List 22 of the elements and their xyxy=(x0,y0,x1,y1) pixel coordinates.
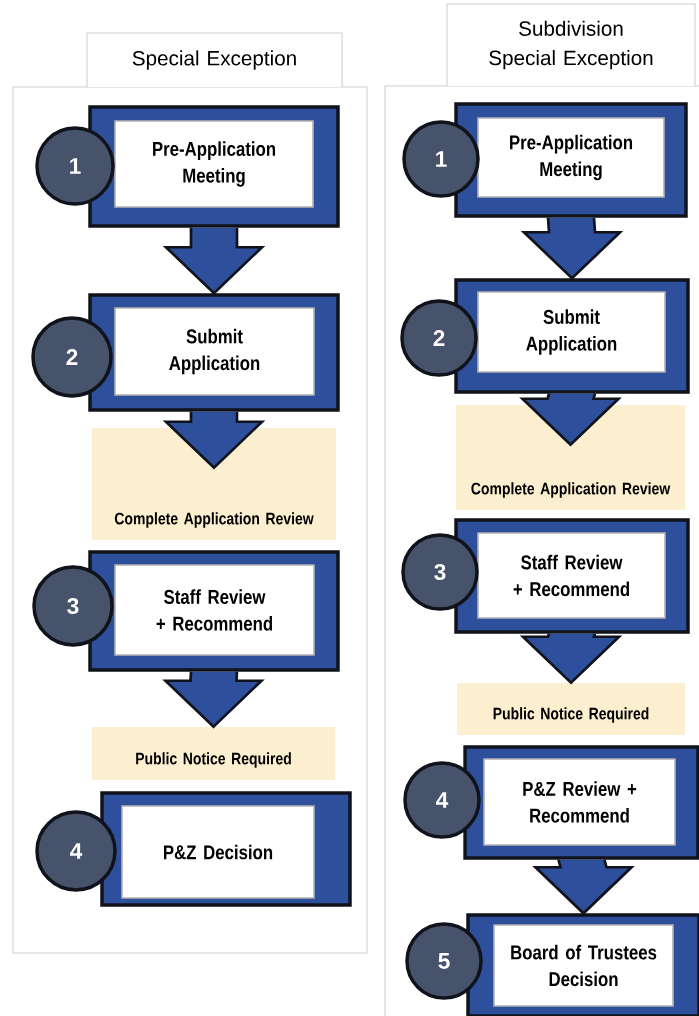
step-box: Pre-Application Meeting xyxy=(88,105,340,228)
step-box: Pre-Application Meeting xyxy=(454,102,688,218)
block-arrow xyxy=(519,392,622,447)
node-label: Subdivision Special Exception xyxy=(489,20,653,70)
step-box: Staff Review + Recommend xyxy=(454,518,690,634)
node-label: Special Exception xyxy=(132,50,296,70)
step-box: Staff Review + Recommend xyxy=(88,550,340,672)
step-box: P&Z Review + Recommend xyxy=(463,745,699,860)
note-band: Public Notice Required xyxy=(457,683,685,735)
block-arrow xyxy=(519,632,623,685)
note-band: Complete Application Review xyxy=(456,405,685,510)
note-band: Complete Application Review xyxy=(92,428,336,540)
block-arrow xyxy=(162,670,265,729)
step-box: Submit Application xyxy=(454,278,690,394)
step-box: Board of Trustees Decision xyxy=(466,913,699,1016)
step-box: Submit Application xyxy=(88,293,340,412)
block-arrow xyxy=(162,226,266,296)
block-arrow xyxy=(532,858,635,916)
block-arrow xyxy=(520,216,624,281)
block-arrow xyxy=(162,410,266,470)
step-box: P&Z Decision xyxy=(100,791,352,907)
note-band: Public Notice Required xyxy=(92,727,335,780)
